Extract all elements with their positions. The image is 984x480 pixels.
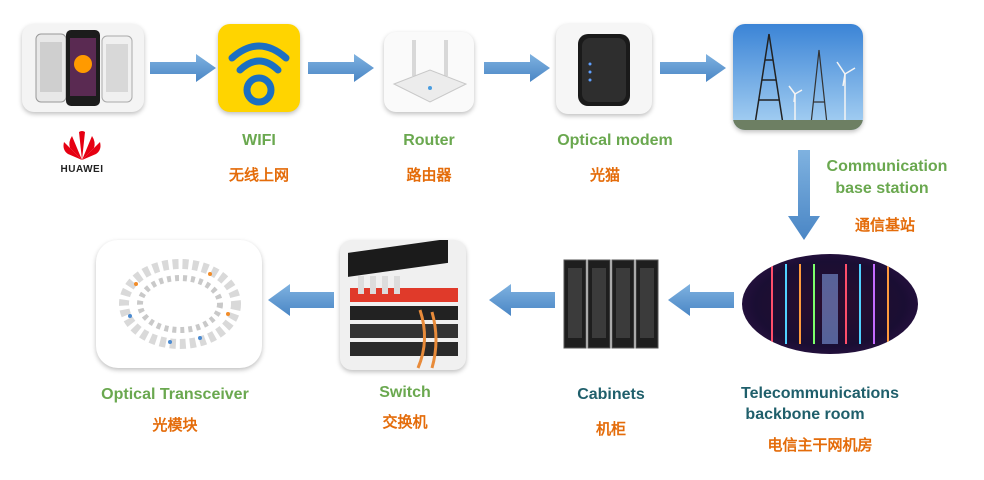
brand-name: HUAWEI bbox=[60, 164, 104, 175]
wifi-label-zh: 无线上网 bbox=[228, 167, 289, 184]
cabinets-label: Cabinets bbox=[577, 386, 645, 403]
base-station-label-line2: base station bbox=[835, 180, 929, 197]
router-image bbox=[384, 32, 474, 112]
base-station-image bbox=[733, 24, 863, 130]
tower-icon bbox=[733, 33, 863, 130]
switch-label: Switch bbox=[379, 384, 431, 401]
optical-transceiver-label-zh: 光模块 bbox=[152, 417, 198, 434]
arrow-modem-to-station bbox=[660, 54, 726, 82]
arrow-backbone-to-cabinets bbox=[668, 284, 734, 316]
switch-label-zh: 交换机 bbox=[382, 414, 428, 431]
wifi-label: WIFI bbox=[242, 132, 276, 149]
arrow-wifi-to-router bbox=[308, 54, 374, 82]
arrow-router-to-modem bbox=[484, 54, 550, 82]
huawei-logo-icon bbox=[63, 131, 101, 160]
backbone-room-label-zh: 电信主干网机房 bbox=[767, 437, 873, 454]
backbone-room-label-line1: Telecommunications bbox=[741, 385, 899, 402]
cabinets-image bbox=[560, 256, 664, 352]
backbone-room-image bbox=[742, 254, 918, 354]
switch-image bbox=[340, 240, 466, 370]
arrow-cabinets-to-switch bbox=[489, 284, 555, 316]
wifi-image bbox=[218, 24, 300, 112]
arrow-phone-to-wifi bbox=[150, 54, 216, 82]
arrow-switch-to-transceiver bbox=[268, 284, 334, 316]
router-label: Router bbox=[403, 132, 455, 149]
smartphones-image bbox=[22, 24, 144, 112]
backbone-room-label-line2: backbone room bbox=[745, 406, 865, 423]
cabinets-label-zh: 机柜 bbox=[595, 421, 626, 438]
base-station-label-line1: Communication bbox=[826, 158, 948, 175]
base-station-label-zh: 通信基站 bbox=[854, 217, 915, 234]
arrow-station-to-backbone bbox=[788, 150, 820, 240]
optical-modem-label-zh: 光猫 bbox=[589, 167, 620, 184]
optical-modem-label: Optical modem bbox=[557, 132, 673, 149]
optical-modem-image bbox=[556, 24, 652, 114]
optical-transceiver-label: Optical Transceiver bbox=[101, 386, 249, 403]
transceiver-ring-icon bbox=[119, 259, 241, 349]
wifi-icon bbox=[228, 42, 290, 106]
optical-transceiver-image bbox=[96, 240, 262, 368]
router-label-zh: 路由器 bbox=[406, 167, 452, 184]
